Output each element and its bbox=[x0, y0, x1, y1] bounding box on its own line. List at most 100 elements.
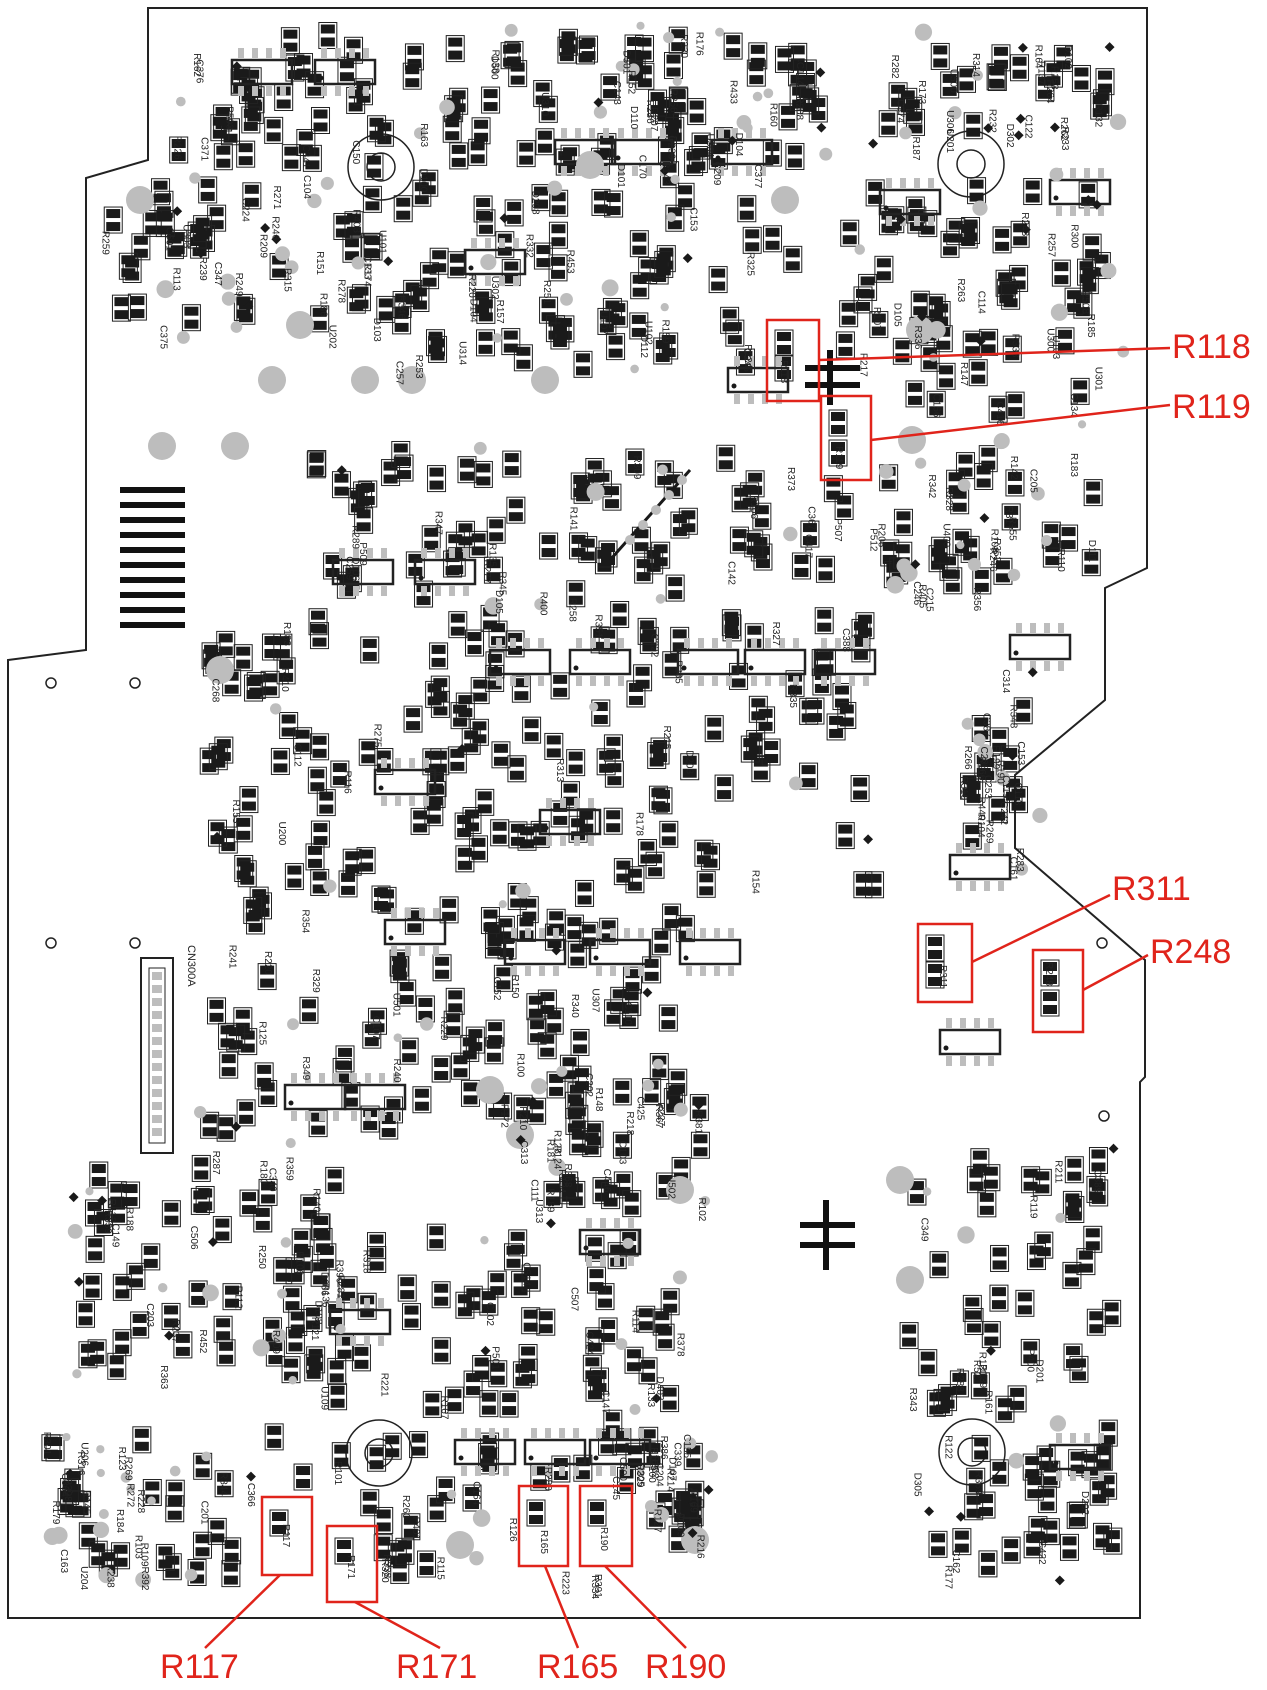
silkscreen-ref: P509 bbox=[357, 542, 368, 566]
silkscreen-ref: R249 bbox=[233, 273, 244, 297]
smd-footprint bbox=[629, 312, 649, 340]
silkscreen-ref: R155 bbox=[1006, 517, 1017, 541]
silkscreen-ref: C156 bbox=[931, 394, 942, 418]
via bbox=[219, 273, 236, 290]
marker bbox=[651, 1393, 662, 1404]
smd-footprint bbox=[356, 847, 376, 875]
smd-footprint bbox=[585, 1327, 605, 1355]
smd-footprint bbox=[899, 1322, 919, 1350]
silkscreen-ref: C122 bbox=[1023, 115, 1034, 139]
silkscreen-ref: R269 bbox=[983, 820, 994, 844]
smd-footprint bbox=[622, 988, 642, 1016]
smd-footprint bbox=[774, 329, 794, 357]
via bbox=[783, 526, 798, 542]
smd-footprint bbox=[850, 775, 870, 803]
header-rail bbox=[120, 487, 185, 628]
silkscreen-ref: P503 bbox=[224, 106, 235, 130]
via bbox=[957, 478, 971, 492]
silkscreen-ref: C144 bbox=[794, 62, 805, 86]
via bbox=[189, 172, 201, 184]
silkscreen-ref: D207 bbox=[648, 107, 659, 131]
smd-footprint bbox=[239, 786, 259, 814]
marker bbox=[659, 165, 670, 176]
silkscreen-ref: C268 bbox=[210, 678, 221, 702]
marker bbox=[863, 834, 874, 845]
smd-footprint bbox=[308, 1110, 328, 1138]
smd-footprint bbox=[566, 580, 586, 608]
smd-footprint bbox=[751, 755, 771, 783]
smd-footprint bbox=[869, 311, 889, 339]
smd-footprint bbox=[253, 1205, 273, 1233]
silkscreen-ref: R340 bbox=[569, 994, 580, 1018]
silkscreen-ref: C163 bbox=[58, 1549, 69, 1573]
smd-footprint bbox=[918, 1349, 938, 1377]
silkscreen-ref: C113 bbox=[1012, 782, 1023, 806]
smd-footprint bbox=[926, 390, 946, 418]
smd-footprint bbox=[193, 215, 213, 243]
via bbox=[351, 256, 365, 270]
silkscreen-ref: R390 bbox=[333, 1260, 344, 1284]
ic-footprint bbox=[488, 638, 552, 686]
smd-footprint bbox=[1015, 1289, 1035, 1317]
test-point bbox=[771, 186, 799, 214]
silkscreen-ref: R233 bbox=[1059, 127, 1070, 151]
via bbox=[715, 27, 725, 37]
silkscreen-ref: C134 bbox=[1068, 393, 1079, 417]
smd-footprint bbox=[1009, 264, 1029, 292]
smd-footprint bbox=[648, 89, 668, 117]
marker bbox=[243, 301, 254, 312]
via bbox=[547, 180, 563, 196]
smd-footprint bbox=[691, 132, 711, 160]
silkscreen-ref: U101 bbox=[377, 230, 388, 254]
smd-footprint bbox=[426, 1223, 446, 1251]
smd-footprint bbox=[634, 556, 654, 584]
smd-footprint bbox=[373, 1534, 393, 1562]
connector-pin bbox=[152, 1089, 162, 1097]
silkscreen-ref: R147 bbox=[958, 362, 969, 386]
test-point bbox=[576, 151, 604, 179]
smd-footprint bbox=[839, 300, 859, 328]
smd-footprint bbox=[970, 1148, 990, 1176]
smd-footprint bbox=[635, 62, 655, 90]
silkscreen-ref: C103 bbox=[617, 1140, 628, 1164]
silkscreen-ref: C349 bbox=[919, 1218, 930, 1242]
silkscreen-ref: R150 bbox=[509, 974, 520, 998]
silkscreen-ref: C246 bbox=[911, 581, 922, 605]
smd-footprint bbox=[630, 272, 650, 300]
smd-footprint bbox=[643, 1440, 663, 1468]
smd-footprint bbox=[328, 1383, 348, 1411]
smd-footprint bbox=[264, 1423, 284, 1451]
silkscreen-ref: C387 bbox=[980, 713, 991, 737]
test-point bbox=[906, 316, 934, 344]
smd-footprint bbox=[1090, 92, 1110, 120]
callout-label-r311: R311 bbox=[1112, 870, 1191, 908]
ic-footprint bbox=[676, 638, 740, 686]
marker bbox=[480, 1345, 491, 1356]
silkscreen-ref: R328 bbox=[943, 487, 954, 511]
test-point bbox=[206, 656, 234, 684]
via bbox=[589, 702, 599, 712]
ic-footprint bbox=[948, 843, 1012, 891]
silkscreen-ref: R220 bbox=[466, 274, 477, 298]
silkscreen-ref: R351 bbox=[592, 614, 603, 638]
silkscreen-ref: R119 bbox=[1028, 1195, 1039, 1219]
smd-footprint bbox=[429, 642, 449, 670]
silkscreen-ref: R345 bbox=[496, 571, 507, 595]
smd-footprint bbox=[687, 98, 707, 126]
silkscreen-ref: R335 bbox=[787, 684, 798, 708]
marker bbox=[910, 559, 921, 570]
smd-footprint bbox=[132, 1426, 152, 1454]
smd-footprint bbox=[442, 115, 462, 143]
smd-footprint bbox=[439, 896, 459, 924]
via bbox=[789, 776, 803, 791]
ic-footprint bbox=[331, 548, 395, 596]
silkscreen-ref: R287 bbox=[210, 1151, 221, 1175]
smd-footprint bbox=[662, 651, 682, 679]
smd-footprint bbox=[191, 1154, 211, 1182]
smd-footprint bbox=[763, 225, 783, 253]
silkscreen-ref: C341 bbox=[300, 144, 311, 168]
smd-footprint bbox=[1013, 697, 1033, 725]
marker bbox=[246, 1471, 256, 1482]
smd-footprint bbox=[548, 254, 568, 282]
smd-footprint bbox=[311, 1213, 331, 1241]
